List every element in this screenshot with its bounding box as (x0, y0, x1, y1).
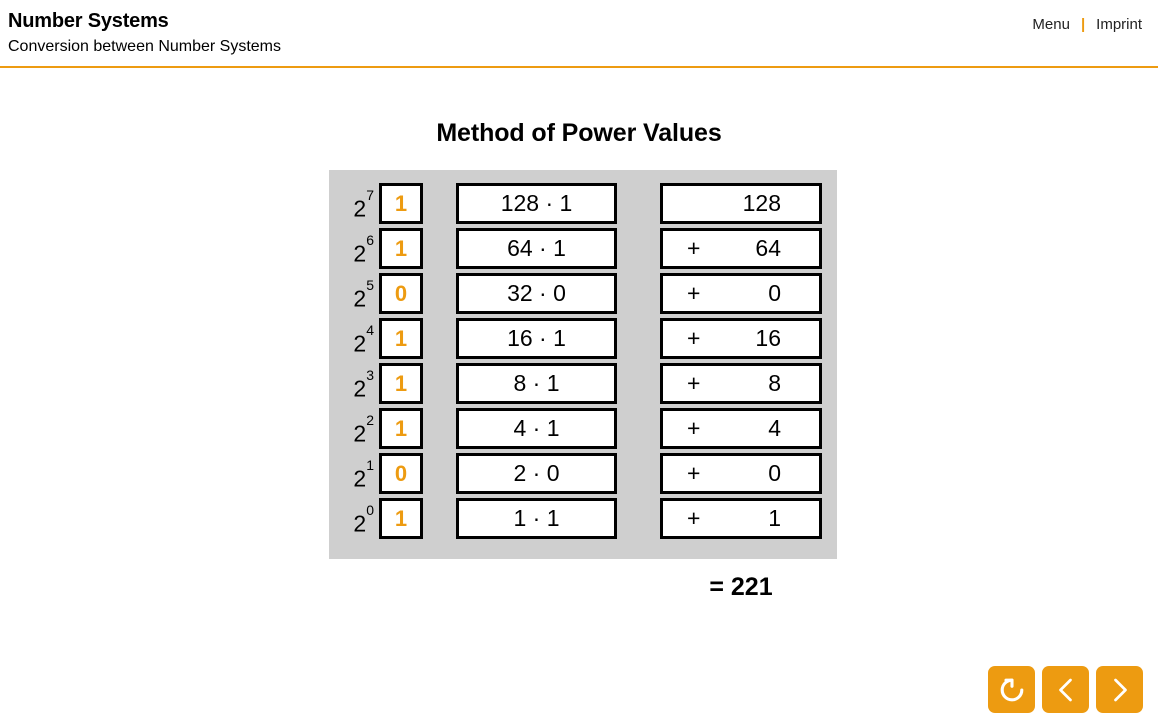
product-box: 64 · 1 (456, 228, 617, 269)
bit-box[interactable]: 1 (379, 498, 423, 539)
result-value: 8 (768, 370, 781, 396)
power-exponent: 5 (366, 277, 374, 294)
power-label: 25 (336, 273, 374, 314)
bit-box[interactable]: 0 (379, 273, 423, 314)
result-box: +1 (660, 498, 822, 539)
app-subtitle: Conversion between Number Systems (8, 38, 282, 55)
result-inner: 128 (663, 186, 819, 221)
power-base: 2 (353, 195, 367, 222)
power-base: 2 (353, 375, 367, 402)
bit-box[interactable]: 0 (379, 453, 423, 494)
power-exponent: 2 (366, 412, 374, 429)
reset-button[interactable] (988, 666, 1035, 713)
result-operator: + (687, 280, 701, 306)
result-operator: + (687, 505, 701, 531)
power-base: 2 (353, 285, 367, 312)
power-label: 22 (336, 408, 374, 449)
power-exponent: 3 (366, 367, 374, 384)
power-exponent: 4 (366, 322, 374, 339)
product-box: 16 · 1 (456, 318, 617, 359)
power-label: 21 (336, 453, 374, 494)
result-box: +4 (660, 408, 822, 449)
result-inner: +0 (663, 276, 819, 311)
product-box: 1 · 1 (456, 498, 617, 539)
power-exponent: 1 (366, 457, 374, 474)
bit-box[interactable]: 1 (379, 228, 423, 269)
result-box: +8 (660, 363, 822, 404)
previous-button[interactable] (1042, 666, 1089, 713)
power-label: 27 (336, 183, 374, 224)
header-titles: Number Systems Conversion between Number… (8, 9, 281, 57)
page-header: Number Systems Conversion between Number… (0, 0, 1158, 68)
result-inner: +8 (663, 366, 819, 401)
result-box: +0 (660, 453, 822, 494)
result-value: 64 (755, 235, 781, 261)
result-box: +16 (660, 318, 822, 359)
chevron-left-icon (1051, 675, 1081, 705)
result-value: 0 (768, 460, 781, 486)
power-base: 2 (353, 240, 367, 267)
result-inner: +16 (663, 321, 819, 356)
bit-box[interactable]: 1 (379, 183, 423, 224)
product-box: 32 · 0 (456, 273, 617, 314)
result-value: 4 (768, 415, 781, 441)
nav-link-imprint[interactable]: Imprint (1096, 16, 1142, 33)
bit-box[interactable]: 1 (379, 408, 423, 449)
power-label: 23 (336, 363, 374, 404)
power-base: 2 (353, 510, 367, 537)
result-operator: + (687, 460, 701, 486)
power-base: 2 (353, 465, 367, 492)
result-box: +64 (660, 228, 822, 269)
product-box: 8 · 1 (456, 363, 617, 404)
result-value: 0 (768, 280, 781, 306)
chevron-right-icon (1105, 675, 1135, 705)
result-inner: +64 (663, 231, 819, 266)
power-label: 24 (336, 318, 374, 359)
product-box: 4 · 1 (456, 408, 617, 449)
product-box: 2 · 0 (456, 453, 617, 494)
power-label: 20 (336, 498, 374, 539)
power-exponent: 7 (366, 187, 374, 204)
result-value: 16 (755, 325, 781, 351)
result-operator: + (687, 325, 701, 351)
power-label: 26 (336, 228, 374, 269)
total-sum: = 221 (709, 573, 773, 601)
result-operator: + (687, 235, 701, 261)
result-value: 128 (742, 190, 781, 216)
header-nav: Menu | Imprint (1032, 16, 1142, 33)
result-value: 1 (768, 505, 781, 531)
result-operator: + (687, 370, 701, 396)
page-title: Method of Power Values (436, 119, 722, 147)
result-inner: +1 (663, 501, 819, 536)
power-base: 2 (353, 420, 367, 447)
nav-separator: | (1080, 16, 1086, 33)
power-exponent: 6 (366, 232, 374, 249)
bit-box[interactable]: 1 (379, 363, 423, 404)
app-title: Number Systems (8, 10, 169, 32)
bit-box[interactable]: 1 (379, 318, 423, 359)
result-inner: +0 (663, 456, 819, 491)
navigation-button-bar (988, 666, 1143, 713)
result-operator: + (687, 415, 701, 441)
power-base: 2 (353, 330, 367, 357)
next-button[interactable] (1096, 666, 1143, 713)
result-box: +0 (660, 273, 822, 314)
power-exponent: 0 (366, 502, 374, 519)
result-box: 128 (660, 183, 822, 224)
nav-link-menu[interactable]: Menu (1032, 16, 1070, 33)
result-inner: +4 (663, 411, 819, 446)
rotate-ccw-icon (997, 675, 1027, 705)
product-box: 128 · 1 (456, 183, 617, 224)
